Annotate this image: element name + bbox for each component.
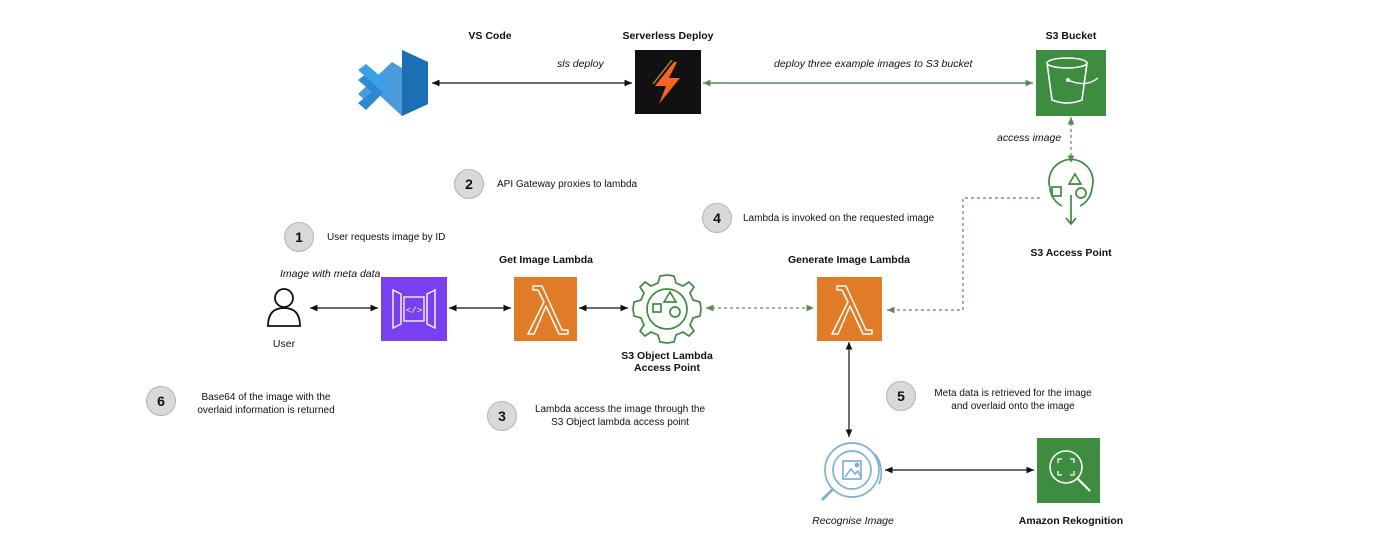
lambda-icon <box>514 277 577 341</box>
get-image-lambda-label: Get Image Lambda <box>499 254 593 266</box>
deploy-images-label: deploy three example images to S3 bucket <box>774 58 973 70</box>
api-gateway-icon: </> <box>381 277 447 341</box>
vscode-logo-icon <box>358 50 428 116</box>
user-label: User <box>272 338 296 350</box>
serverless-bolt-icon <box>635 50 701 114</box>
step-badge-6: 6 <box>146 386 176 416</box>
step-text-5-line2: and overlaid onto the image <box>951 401 1075 412</box>
s3-bucket-label: S3 Bucket <box>1045 30 1097 42</box>
rekognition-label: Amazon Rekognition <box>1018 515 1124 527</box>
s3-access-point-label: S3 Access Point <box>1030 247 1112 259</box>
step-text-6-line2: overlaid information is returned <box>197 405 335 416</box>
step-badge-5: 5 <box>886 381 916 411</box>
step-badge-1: 1 <box>284 222 314 252</box>
lambda-icon <box>817 277 882 341</box>
serverless-label: Serverless Deploy <box>622 30 714 42</box>
connectors <box>310 79 1075 474</box>
gear-shapes-icon <box>632 274 702 344</box>
image-search-icon <box>820 442 883 502</box>
step-badge-4: 4 <box>702 203 732 233</box>
step-text-3: Lambda access the image through the S3 O… <box>525 403 715 429</box>
step-text-3-line1: Lambda access the image through the <box>534 404 706 415</box>
user-icon <box>267 288 301 327</box>
bucket-icon <box>1036 50 1106 116</box>
sls-deploy-label: sls deploy <box>557 58 604 70</box>
step-text-1: User requests image by ID <box>327 232 446 243</box>
object-lambda-label-line1: S3 Object Lambda <box>621 350 713 362</box>
svg-text:</>: </> <box>406 306 422 316</box>
step-text-2: API Gateway proxies to lambda <box>497 179 638 190</box>
vscode-label: VS Code <box>468 30 512 42</box>
access-image-label: access image <box>997 132 1062 144</box>
step-text-4: Lambda is invoked on the requested image <box>743 213 935 224</box>
step-text-3-line2: S3 Object lambda access point <box>551 417 689 428</box>
edge-accesspoint-generate <box>887 197 1040 314</box>
object-lambda-label-line2: Access Point <box>634 362 700 374</box>
step-text-5: Meta data is retrieved for the image and… <box>918 387 1108 413</box>
step-badge-3: 3 <box>487 401 517 431</box>
generate-image-lambda-label: Generate Image Lambda <box>788 254 910 266</box>
step-text-5-line1: Meta data is retrieved for the image <box>934 388 1092 399</box>
step-text-6: Base64 of the image with the overlaid in… <box>186 391 346 417</box>
access-point-icon <box>1048 158 1094 226</box>
recognise-image-label: Recognise Image <box>812 515 894 527</box>
step-text-6-line1: Base64 of the image with the <box>201 392 331 403</box>
step-badge-2: 2 <box>454 169 484 199</box>
image-meta-label: Image with meta data <box>280 268 381 280</box>
rekognition-scan-icon <box>1037 438 1100 503</box>
